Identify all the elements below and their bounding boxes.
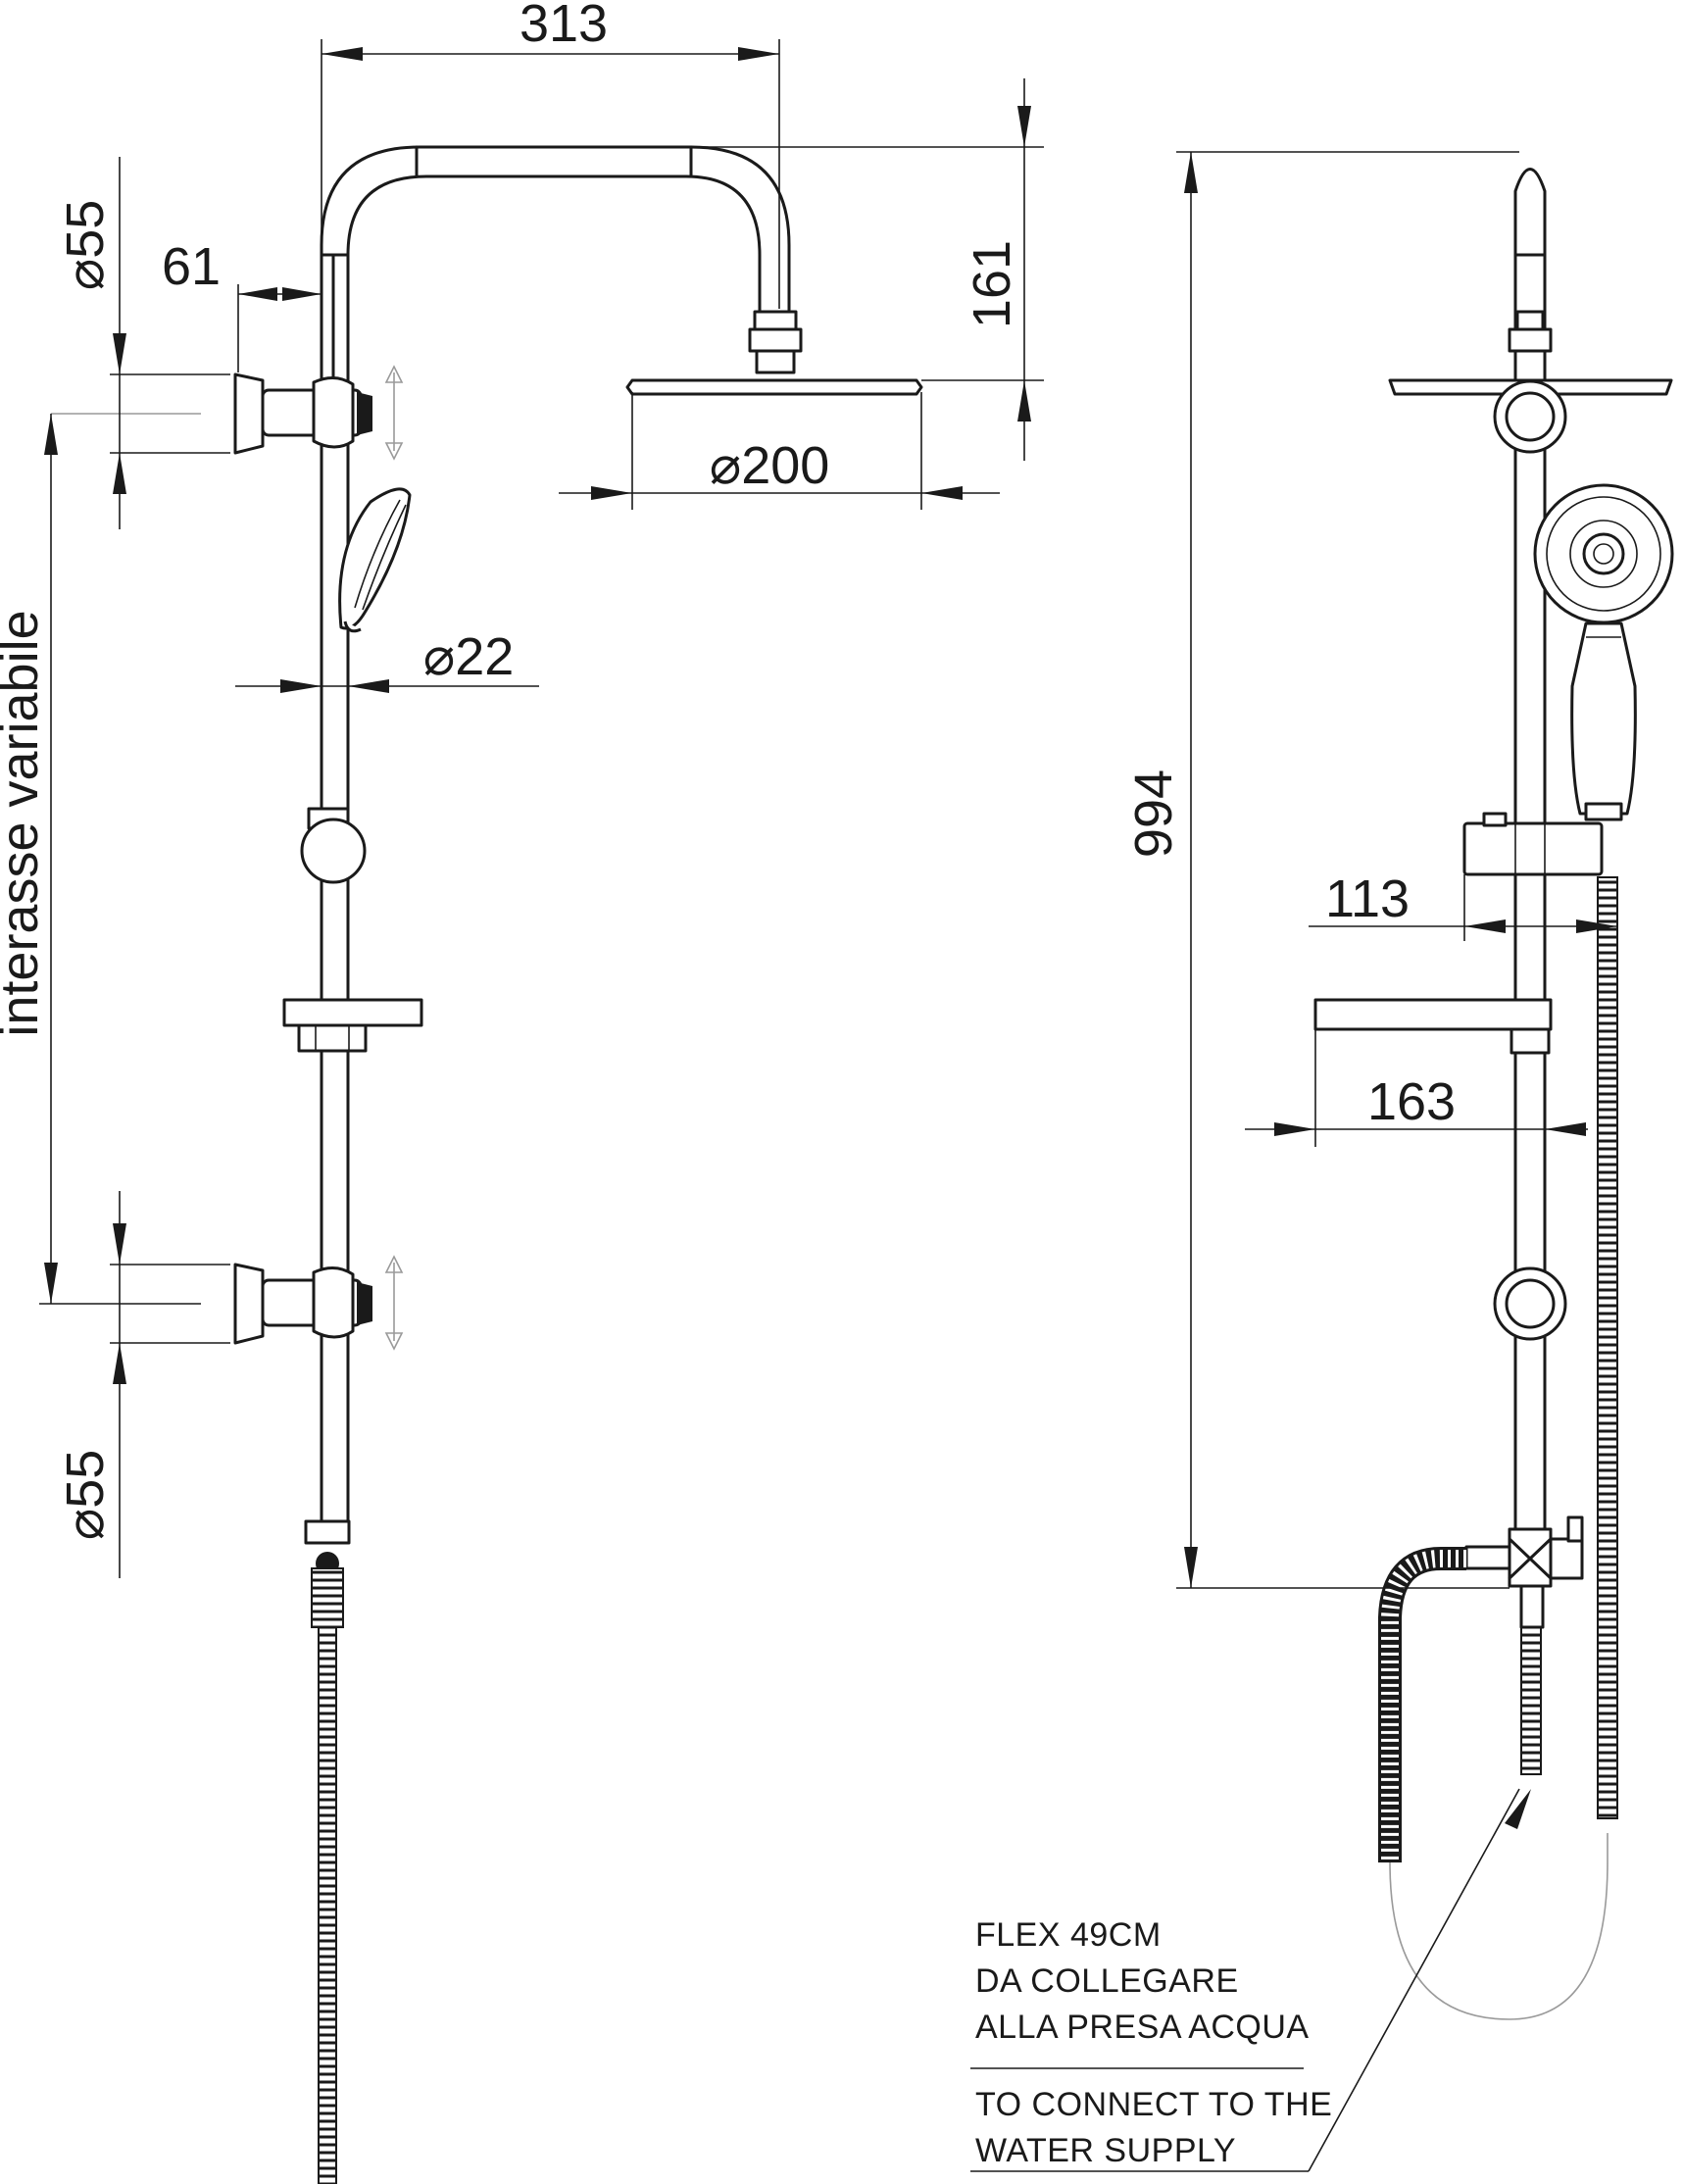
handle-cone [1584,802,1623,821]
head-swivel [755,349,796,374]
side-lower-bracket-inner [1505,1278,1556,1329]
note-it-line2: DA COLLEGARE [975,1962,1239,2000]
note-en-line1: TO CONNECT TO THE [975,2086,1332,2123]
lower-bracket-screw [357,1282,372,1325]
supply-flex-stub [1520,1626,1542,1775]
upper-bracket-collar [312,376,355,449]
hand-shower-clip [343,620,362,633]
dim-slider-projection: 113 [1325,869,1410,928]
note-en-line2: WATER SUPPLY [975,2132,1236,2169]
dim-arm-drop: 161 [963,240,1021,328]
dimension-lines [39,39,1618,2172]
head-nut-body [748,327,803,353]
dim-bracket-depth: 61 [162,237,221,296]
dim-head-dia: ⌀200 [710,436,830,495]
side-inlet-nut [1519,1584,1545,1629]
hand-shower-face [1533,483,1674,821]
dim-bracket-dia-bottom: ⌀55 [56,1450,115,1541]
side-shelf-clamp [1510,1027,1551,1055]
shower-arm-inner [346,174,762,1526]
hand-shower-side [338,487,412,633]
dim-bar-dia: ⌀22 [423,627,515,686]
note-it-line1: FLEX 49CM [975,1916,1162,1954]
side-head-nut [1515,310,1545,331]
shelf-clamp [297,1023,368,1053]
slider-knob [300,818,367,884]
upper-wall-bracket [233,372,265,455]
side-riser [1513,168,1547,1531]
hose-loop-ghost [1389,1833,1609,2020]
lower-adjust-arrow [384,1255,404,1351]
dim-centres-label: interasse variabile [0,610,49,1036]
side-outlet-nut [1464,1545,1511,1570]
curved-hose-outline [1378,1547,1466,1862]
diverter-knob-arm [1549,1537,1584,1580]
front-hose [318,1626,337,2184]
side-soap-shelf [1313,998,1553,1031]
lower-bracket-collar [312,1266,355,1339]
side-hand-hose [1597,876,1618,1819]
note-it-line3: ALLA PRESA ACQUA [975,2009,1310,2046]
side-upper-bracket-inner [1505,391,1556,442]
side-slider-button [1482,812,1508,827]
bottom-outlet [304,1519,351,1545]
front-view [233,145,923,2184]
head-nut-top [753,310,798,331]
lower-wall-bracket [233,1263,265,1345]
side-head-collar [1508,327,1553,353]
diverter-cross [1508,1537,1553,1580]
dim-overall-height: 994 [1124,769,1183,858]
side-view [1313,168,1674,2020]
dim-shelf-projection: 163 [1367,1072,1456,1131]
rain-head-profile [625,378,923,396]
hand-shower-handle [1570,621,1637,816]
hose-nut [311,1567,344,1628]
soap-shelf-front [282,998,423,1027]
upper-bracket-screw [357,392,372,435]
side-slider [1462,821,1604,876]
dim-bracket-dia-top: ⌀55 [56,200,115,291]
curved-hose-ribs [1381,1550,1466,1862]
diverter-knob [1566,1515,1584,1543]
upper-adjust-arrow [384,365,404,461]
dim-arm-reach: 313 [520,0,608,53]
shower-arm-outer [320,145,791,1526]
